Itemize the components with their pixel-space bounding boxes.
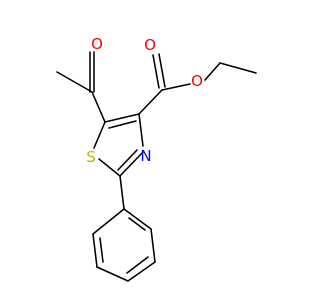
phenyl-bond-4	[96, 266, 129, 282]
bond-methyl-acetyl	[56, 71, 93, 93]
bond-ester-oxygen-ch2	[204, 62, 221, 81]
bond-n3-c2-inner	[117, 149, 138, 171]
phenyl-bond-2	[150, 228, 156, 263]
bond-c2-s1	[98, 158, 121, 177]
phenyl-inner-bond-c	[99, 237, 104, 263]
bond-ester-carbonyl-1	[152, 54, 160, 89]
bond-c5-c4-outer	[104, 113, 140, 123]
atom-label-s-ring: S	[86, 148, 96, 166]
bond-n3-c2-outer	[119, 151, 144, 177]
phenyl-bond-5	[92, 233, 98, 268]
bond-ring-to-ester	[138, 89, 163, 115]
atom-label-o-acetyl: O	[91, 35, 103, 53]
atom-label-n-ring: N	[140, 147, 151, 165]
bond-c5-c4-inner	[108, 120, 137, 129]
bond-c4-n3	[138, 113, 144, 147]
bond-ethyl-ch2-ch3	[219, 62, 257, 74]
bond-ester-carbonyl-2	[158, 53, 166, 88]
atom-label-o-ester: O	[191, 72, 203, 90]
phenyl-bond-3	[127, 261, 156, 282]
bond-acetyl-to-ring	[91, 91, 106, 123]
phenyl-inner-bond-a	[128, 217, 146, 231]
phenyl-bond-6	[92, 208, 125, 235]
phenyl-inner-bond-b	[126, 256, 149, 274]
atom-label-o-ester-carbonyl: O	[144, 36, 156, 54]
phenyl-bond-1	[123, 208, 152, 230]
molecule-structure: O O O N S	[56, 35, 257, 282]
bond-c2-to-phenyl	[119, 175, 125, 210]
bond-s1-c5	[93, 121, 106, 149]
bond-carbonyl-ester-oxygen	[161, 83, 191, 91]
